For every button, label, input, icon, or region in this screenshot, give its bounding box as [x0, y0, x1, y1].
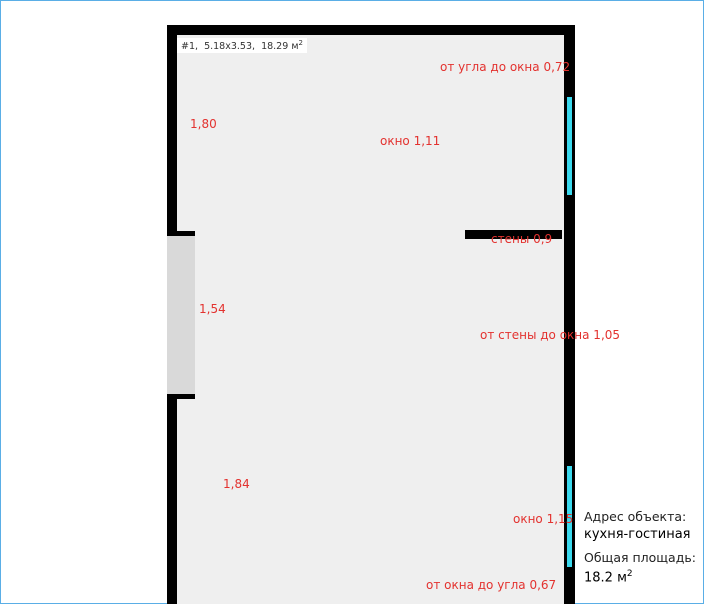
- room-area-exponent: 2: [298, 39, 303, 47]
- total-area-label: Общая площадь:: [584, 550, 696, 565]
- window-top[interactable]: [567, 97, 572, 195]
- door-opening[interactable]: [167, 236, 195, 394]
- left-wall-upper[interactable]: [167, 25, 177, 236]
- interior-wall-stub[interactable]: [465, 230, 562, 239]
- dim-window-top: окно 1,11: [380, 134, 441, 148]
- address-label: Адрес объекта:: [584, 509, 687, 524]
- door-jamb-top: [167, 231, 195, 236]
- room-label: #1, 5.18x3.53, 18.29 м2: [177, 38, 307, 54]
- total-area-number: 18.2 м: [584, 570, 627, 586]
- window-bottom[interactable]: [567, 466, 572, 567]
- door-jamb-bottom: [167, 394, 195, 399]
- top-wall[interactable]: [167, 25, 575, 35]
- dim-wall-to-window: от стены до окна 1,05: [480, 328, 621, 342]
- room-area-unit: м: [291, 41, 299, 53]
- address-value: кухня-гостиная: [584, 527, 691, 542]
- dim-window-bottom: окно 1,15: [513, 512, 574, 526]
- dim-left-bottom: 1,84: [223, 477, 250, 491]
- dim-left-top: 1,80: [190, 117, 217, 131]
- room-area: 18.29: [261, 41, 289, 53]
- room-floor[interactable]: [177, 35, 564, 604]
- total-area-exponent: 2: [626, 569, 633, 579]
- dim-door-width: 1,54: [199, 302, 226, 316]
- dim-wall-stub: стены 0,9: [491, 232, 553, 246]
- right-wall[interactable]: [564, 25, 575, 604]
- dim-window-to-corner-bottom: от окна до угла 0,67: [426, 578, 557, 592]
- total-area-value: 18.2 м2: [584, 569, 633, 586]
- dim-corner-to-window-top: от угла до окна 0,72: [440, 60, 571, 74]
- room-number: #1: [181, 41, 196, 53]
- left-wall-lower[interactable]: [167, 394, 177, 604]
- room-size: 5.18x3.53: [204, 41, 253, 53]
